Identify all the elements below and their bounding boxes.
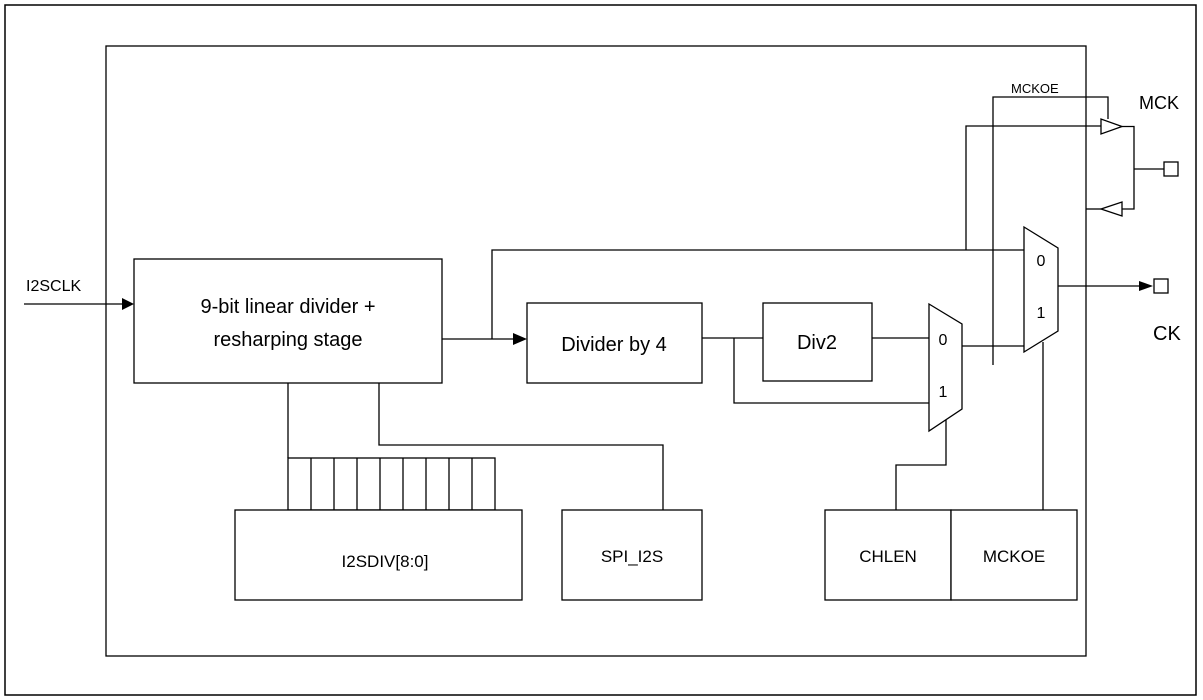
i2sclk-arrow [122, 298, 134, 310]
mck-path-line [965, 125, 1101, 250]
chlen-register [824, 509, 952, 601]
ck-arrow [1139, 281, 1153, 291]
ck-label: CK [1153, 323, 1181, 345]
chlen-select-line [895, 420, 947, 510]
linear-divider-block [133, 258, 443, 384]
i2sclk-label: I2SCLK [26, 278, 81, 295]
chlen-register-label: CHLEN [859, 547, 917, 566]
mux1-input1-label: 1 [939, 384, 948, 401]
mckoe-register [950, 509, 1078, 601]
mckoe-enable-line [992, 96, 1109, 365]
outer-frame [4, 4, 1197, 696]
linear-divider-label-line2: resharping stage [214, 329, 363, 351]
mux2-input1-label: 1 [1037, 305, 1046, 322]
mck-output-buffer [1100, 118, 1124, 135]
mck-pin [1163, 161, 1179, 177]
mck-pad-bus-line [1122, 125, 1135, 210]
div2-label: Div2 [797, 332, 837, 354]
mux2 [1023, 225, 1059, 354]
divider-by-4-block [526, 302, 703, 384]
divider-by-4-label: Divider by 4 [561, 334, 667, 356]
div2-block [762, 302, 873, 382]
linear-divider-label-line1: 9-bit linear divider + [200, 296, 375, 318]
i2sdiv-register-label: I2SDIV[8:0] [342, 552, 429, 571]
mckoe-register-label: MCKOE [983, 547, 1045, 566]
peripheral-boundary [105, 45, 1087, 657]
mux2-input0-label: 0 [1037, 253, 1046, 270]
div4-to-mux1-in1-line [733, 338, 929, 404]
spi-i2s-register-label: SPI_I2S [601, 547, 663, 566]
mux1 [928, 302, 963, 433]
i2sdiv-register [234, 509, 523, 601]
spi-i2s-tap-line [378, 383, 664, 510]
mckoe-top-label: MCKOE [1011, 81, 1059, 96]
bypass-path-line [491, 249, 1024, 339]
mck-label: MCK [1139, 93, 1179, 113]
mux1-input0-label: 0 [939, 332, 948, 349]
divider-by-4-input-arrow [513, 333, 527, 345]
i2sdiv-bit-cells [287, 457, 496, 511]
ck-pin [1153, 278, 1169, 294]
mck-input-buffer [1098, 201, 1123, 217]
spi-i2s-register [561, 509, 703, 601]
